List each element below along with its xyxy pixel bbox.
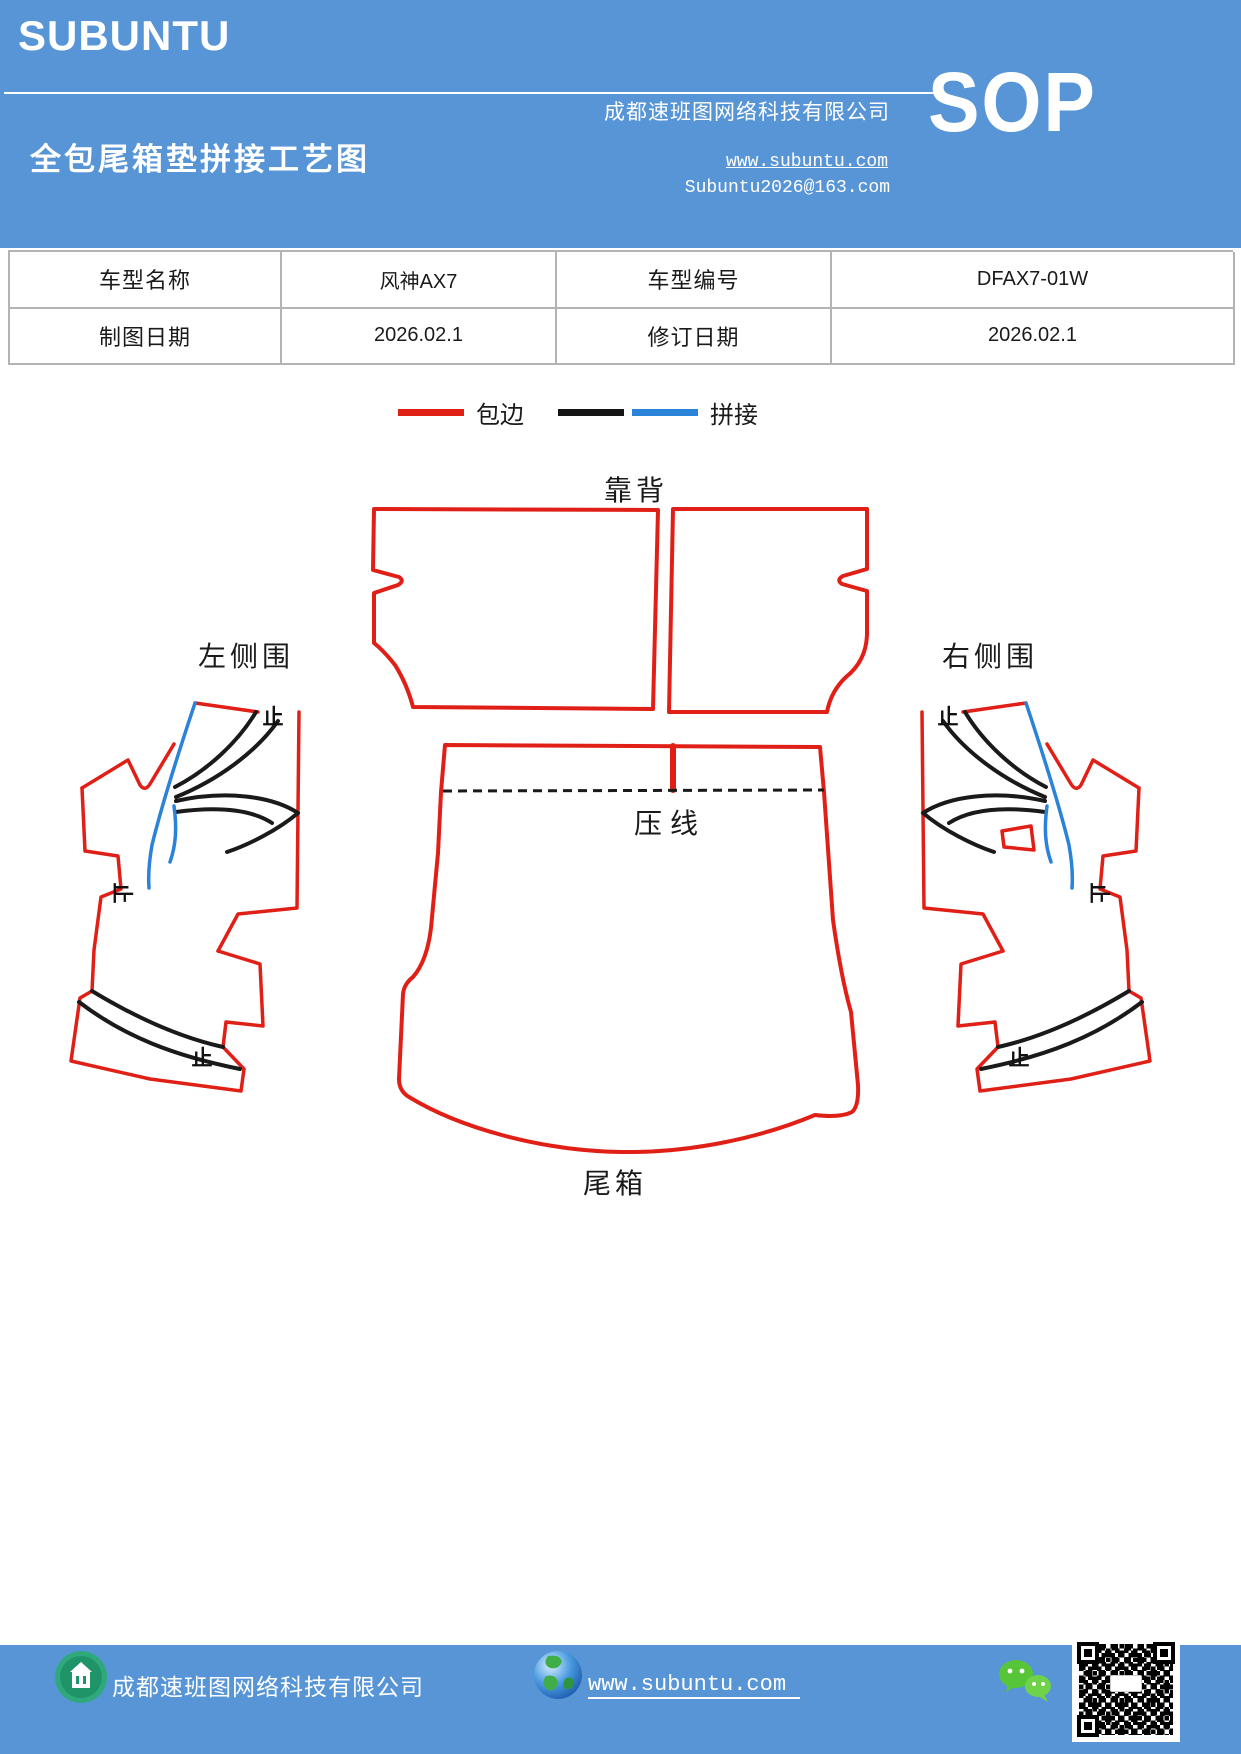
right-side-label: 右侧围 bbox=[942, 641, 1038, 672]
trunk-piece bbox=[397, 743, 861, 1155]
footer-website-link[interactable]: www.subuntu.com bbox=[588, 1672, 801, 1699]
stop-mark: 止 bbox=[938, 706, 959, 729]
qr-logo bbox=[1110, 1675, 1142, 1692]
sop-badge: SOP bbox=[928, 55, 1097, 149]
left-side-label: 左侧围 bbox=[198, 641, 294, 672]
model-code-value: DFAX7-01W bbox=[832, 252, 1235, 309]
press-line-label: 压线 bbox=[634, 808, 706, 839]
trunk-outline bbox=[397, 743, 861, 1155]
trunk-label: 尾箱 bbox=[583, 1168, 647, 1199]
stitch-line-swatch bbox=[558, 408, 624, 416]
stop-mark: 止 bbox=[192, 1047, 213, 1070]
qr-finder-tl bbox=[1077, 1642, 1099, 1664]
qr-code bbox=[1072, 1637, 1180, 1742]
left-side-splice-lines bbox=[146, 701, 197, 890]
backrest-pieces bbox=[371, 507, 869, 714]
outline-path bbox=[193, 701, 260, 714]
outline-path bbox=[69, 989, 246, 1093]
draw-date-value: 2026.02.1 bbox=[282, 308, 557, 365]
press-line-dashed bbox=[442, 788, 825, 793]
draw-date-label: 制图日期 bbox=[10, 308, 282, 365]
footer-company-name: 成都速班图网络科技有限公司 bbox=[112, 1675, 424, 1700]
stop-mark: 止 bbox=[110, 883, 133, 904]
stop-mark: 止 bbox=[1087, 883, 1110, 904]
model-name-value: 风神AX7 bbox=[282, 252, 557, 309]
right-side-trapezoid-hole bbox=[1000, 824, 1036, 852]
stitch-path bbox=[173, 710, 258, 789]
stitch-path bbox=[174, 807, 274, 825]
stitch-path bbox=[90, 989, 225, 1049]
backrest-label: 靠背 bbox=[604, 475, 668, 506]
left-side-stitch-curves bbox=[77, 710, 300, 1071]
footer-band bbox=[0, 1645, 1241, 1754]
model-name-label: 车型名称 bbox=[10, 252, 282, 309]
building-icon bbox=[55, 1651, 107, 1703]
brand-logo: SUBUNTU bbox=[18, 12, 231, 59]
splice-line-label: 拼接 bbox=[710, 401, 758, 429]
outline-path bbox=[80, 786, 123, 993]
splice-path bbox=[146, 701, 197, 890]
splice-path bbox=[168, 804, 178, 864]
stitch-path bbox=[225, 811, 300, 854]
backrest-right-outline bbox=[667, 507, 869, 714]
right-side-assembly bbox=[920, 701, 1152, 1093]
stitch-path bbox=[77, 1000, 242, 1071]
revise-date-label: 修订日期 bbox=[557, 308, 832, 365]
qr-finder-tr bbox=[1153, 1642, 1175, 1664]
vehicle-info-table: 车型名称 风神AX7 车型编号 DFAX7-01W 制图日期 2026.02.1… bbox=[8, 250, 1235, 365]
revise-date-value: 2026.02.1 bbox=[832, 308, 1235, 365]
header-email: Subuntu2026@163.com bbox=[684, 178, 890, 198]
pattern-diagram: 靠背 左侧围 右侧围 压线 尾箱 bbox=[69, 475, 1152, 1199]
header-band: SUBUNTU 全包尾箱垫拼接工艺图 成都速班图网络科技有限公司 www.sub… bbox=[0, 0, 1241, 248]
backrest-left-outline bbox=[371, 507, 660, 711]
outline-path bbox=[80, 742, 176, 790]
splice-line-swatch bbox=[632, 408, 698, 416]
header-divider bbox=[4, 92, 937, 94]
binding-line-label: 包边 bbox=[476, 401, 524, 429]
header-website-link[interactable]: www.subuntu.com bbox=[725, 152, 888, 172]
stitch-path bbox=[174, 793, 300, 815]
outline-path bbox=[216, 710, 301, 953]
wechat-icon bbox=[999, 1660, 1051, 1702]
stitch-path bbox=[174, 719, 280, 799]
page-title: 全包尾箱垫拼接工艺图 bbox=[30, 142, 370, 177]
stop-mark: 止 bbox=[1009, 1047, 1030, 1070]
left-side-assembly bbox=[69, 701, 301, 1093]
outline-path bbox=[216, 949, 265, 1049]
binding-line-swatch bbox=[398, 408, 464, 416]
model-code-label: 车型编号 bbox=[557, 252, 832, 309]
header-company-name: 成都速班图网络科技有限公司 bbox=[604, 100, 890, 124]
left-side-red-outlines bbox=[69, 701, 301, 1093]
qr-finder-bl bbox=[1077, 1715, 1099, 1737]
line-legend: 包边 拼接 bbox=[398, 398, 758, 429]
globe-icon bbox=[534, 1651, 582, 1699]
stop-mark: 止 bbox=[263, 706, 284, 729]
